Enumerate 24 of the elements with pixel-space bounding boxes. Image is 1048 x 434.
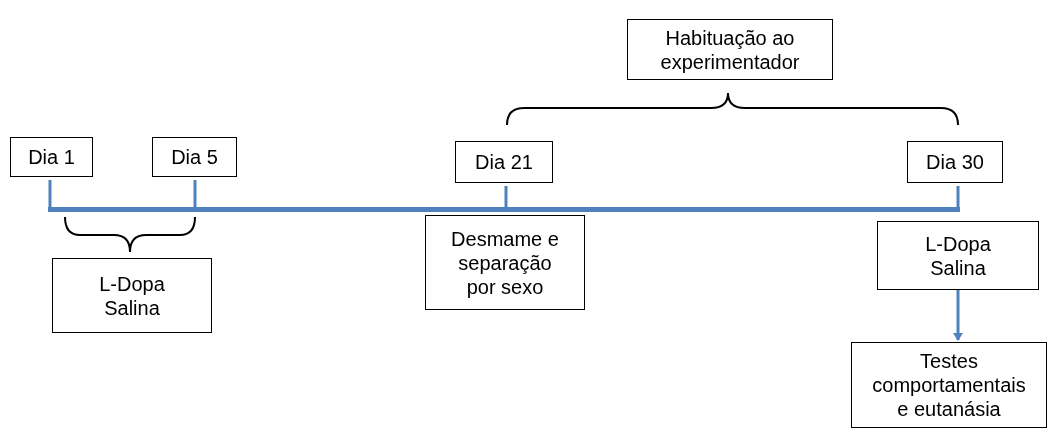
tick-line (504, 186, 508, 207)
text-box (851, 342, 1047, 428)
box-label: Dia 5 (171, 145, 218, 169)
text-box (455, 141, 553, 183)
box-label: Dia 30 (926, 150, 984, 174)
box-label: Habituação ao experimentador (659, 25, 801, 74)
text-box (425, 215, 585, 310)
text-box (907, 141, 1003, 183)
tick-line (956, 186, 960, 207)
arrow (953, 290, 963, 341)
box-label: Dia 21 (475, 150, 533, 174)
box-label: Desmame e separação por sexo (450, 226, 560, 299)
text-box (627, 19, 833, 80)
text-box (52, 258, 212, 333)
box-label: L-Dopa Salina (98, 271, 166, 320)
timeline-bar (48, 207, 960, 212)
tick-line (48, 180, 52, 207)
text-box (152, 137, 237, 177)
text-box (10, 137, 93, 177)
tick-line (193, 180, 197, 207)
box-label: Testes comportamentais e eutanásia (871, 349, 1027, 421)
box-label: L-Dopa Salina (924, 231, 992, 280)
box-label: Dia 1 (28, 145, 75, 169)
text-box (877, 221, 1039, 290)
